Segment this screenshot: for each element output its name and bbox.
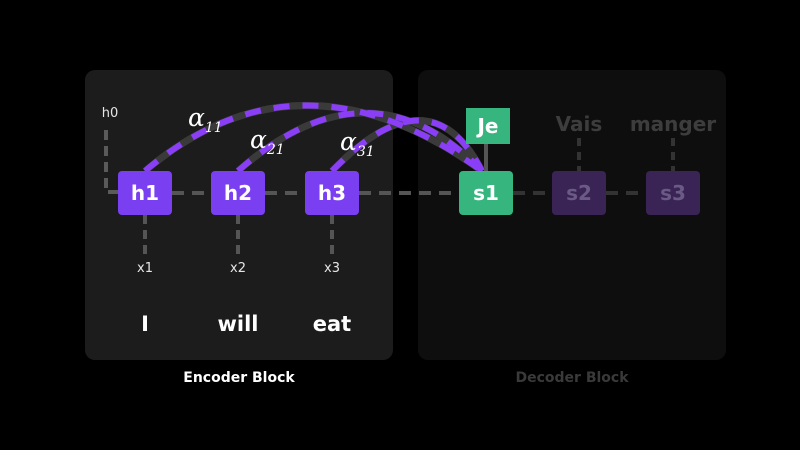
encoder-block-label: Encoder Block: [183, 370, 295, 386]
attention-arc-2: [236, 110, 485, 174]
encoder-node-h3: h3: [305, 171, 359, 215]
attention-arc-1: [143, 102, 484, 174]
attention-weight-1: α11: [188, 103, 223, 136]
decoder-output-vais: Vais: [555, 112, 603, 136]
input-label-x1: x1: [137, 261, 153, 276]
attention-weight-2: α21: [250, 125, 285, 158]
input-word-eat: eat: [312, 312, 352, 336]
h0-connector: [104, 130, 118, 194]
h0-label: h0: [101, 106, 119, 121]
attention-weight-3: α31: [340, 127, 375, 160]
decoder-node-s2: s2: [552, 171, 606, 215]
decoder-output-manger: manger: [629, 112, 717, 136]
decoder-block-label: Decoder Block: [515, 370, 629, 386]
decoder-node-s3: s3: [646, 171, 700, 215]
attention-arc-3: [329, 117, 485, 174]
input-word-will: will: [217, 312, 259, 336]
input-word-i: I: [141, 312, 149, 336]
decoder-output-je: Je: [466, 108, 510, 144]
encoder-node-h2: h2: [211, 171, 265, 215]
encoder-node-h1: h1: [118, 171, 172, 215]
input-label-x2: x2: [230, 261, 246, 276]
input-label-x3: x3: [324, 261, 340, 276]
decoder-node-s1: s1: [459, 171, 513, 215]
